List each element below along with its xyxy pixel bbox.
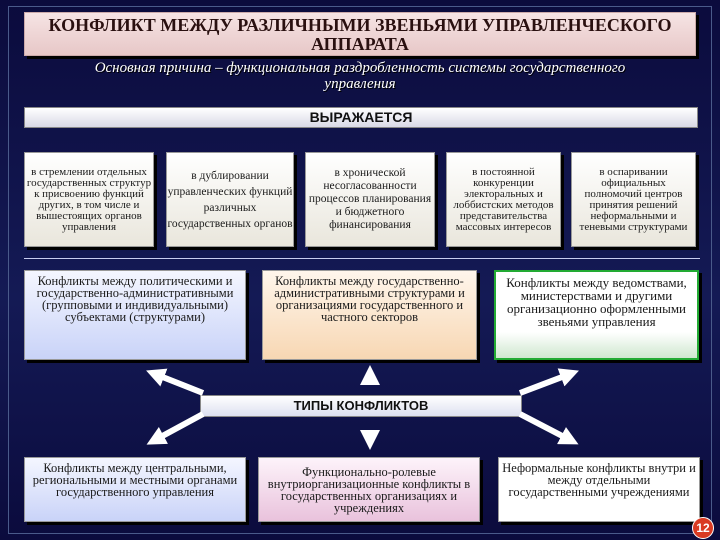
manifestation-box-3: в хронической несогласованности процессо… <box>305 152 435 247</box>
manifestation-text-5: в оспаривании официальных полномочий цен… <box>579 165 688 233</box>
arrow-down <box>360 430 380 450</box>
slide-subtitle: Основная причина – функциональная раздро… <box>94 60 626 92</box>
expresses-banner: ВЫРАЖАЕТСЯ <box>24 107 698 128</box>
conflict-text-functional: Функционально-ролевые внутриорганизацион… <box>267 465 471 515</box>
manifestation-text-1: в стремлении отдельных государственных с… <box>26 165 152 233</box>
conflict-box-levels: Конфликты между центральными, региональн… <box>24 457 246 522</box>
conflict-box-political: Конфликты между политическими и государс… <box>24 270 246 360</box>
conflict-box-sectors: Конфликты между государственно-администр… <box>262 270 477 360</box>
manifestation-text-3: в хронической несогласованности процессо… <box>308 167 432 231</box>
arrow-down-right <box>518 411 579 445</box>
conflict-text-sectors: Конфликты между государственно-администр… <box>274 274 465 324</box>
manifestation-box-1: в стремлении отдельных государственных с… <box>24 152 154 247</box>
conflict-box-ministries: Конфликты между ведомствами, министерств… <box>494 270 699 360</box>
page-number-badge: 12 <box>692 517 714 539</box>
conflict-text-levels: Конфликты между центральными, региональн… <box>32 461 238 499</box>
conflict-text-political: Конфликты между политическими и государс… <box>36 274 234 324</box>
conflict-types-label: ТИПЫ КОНФЛИКТОВ <box>200 395 522 417</box>
manifestation-box-2: в дублировании управленческих функций ра… <box>166 152 294 247</box>
manifestation-text-2: в дублировании управленческих функций ра… <box>167 169 293 230</box>
manifestation-box-4: в постоянной конкуренции электоральных и… <box>446 152 561 247</box>
conflict-box-informal: Неформальные конфликты внутри и между от… <box>498 457 700 522</box>
manifestation-text-4: в постоянной конкуренции электоральных и… <box>453 165 554 233</box>
arrow-up-right <box>518 368 579 396</box>
slide-title: КОНФЛИКТ МЕЖДУ РАЗЛИЧНЫМИ ЗВЕНЬЯМИ УПРАВ… <box>24 12 696 56</box>
arrow-up-left <box>146 368 205 396</box>
arrow-down-left <box>146 411 205 445</box>
slide-frame <box>8 6 712 534</box>
divider-line <box>24 258 700 259</box>
conflict-box-functional: Функционально-ролевые внутриорганизацион… <box>258 457 480 522</box>
conflict-text-ministries: Конфликты между ведомствами, министерств… <box>506 275 687 329</box>
arrow-up <box>360 365 380 385</box>
conflict-text-informal: Неформальные конфликты внутри и между от… <box>502 461 696 499</box>
manifestation-box-5: в оспаривании официальных полномочий цен… <box>571 152 696 247</box>
